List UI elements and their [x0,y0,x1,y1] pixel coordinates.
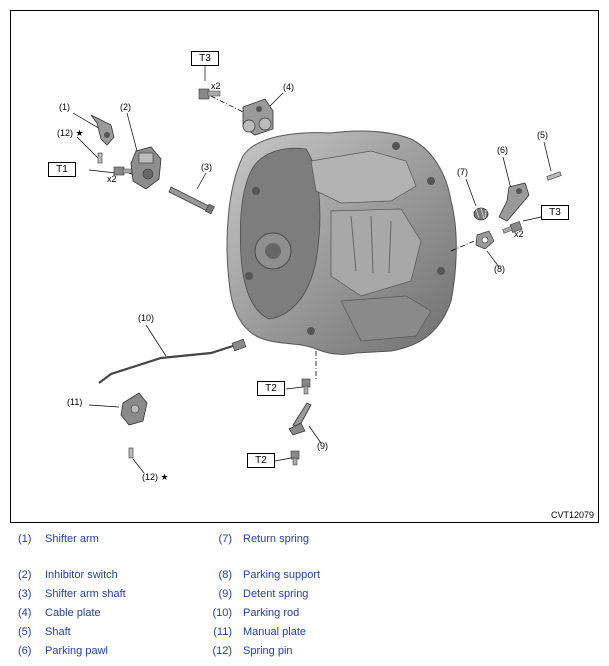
legend-num-5: (5) [18,626,32,638]
star-icon-upper: ★ [75,128,84,138]
legend-name-5: Shaft [45,626,71,638]
legend-name-1: Shifter arm [45,533,99,545]
legend-num-7: (7) [218,533,232,545]
spring-pin-lower [128,447,134,459]
legend-num-10: (10) [212,607,232,619]
legend-num-2: (2) [18,569,32,581]
star-icon-lower: ★ [160,472,169,482]
callout-12-lower: (12) ★ [142,472,169,483]
exploded-diagram: T3 T1 T3 T2 T2 x2 x2 x2 (1) (2) (3) (4) … [10,10,599,523]
callout-6: (6) [497,145,508,155]
callout-1: (1) [59,102,70,112]
cable-plate [242,98,274,136]
legend-name-2: Inhibitor switch [45,569,118,581]
detent-spring [288,402,312,436]
legend-name-4: Cable plate [45,607,101,619]
torque-tag-t1: T1 [48,162,76,177]
multiplier-t3-top: x2 [211,81,221,91]
manual-plate [120,392,148,426]
legend-num-6: (6) [18,645,32,657]
callout-5: (5) [537,130,548,140]
transmission-case [226,130,457,355]
callout-9: (9) [317,441,328,451]
legend-num-1: (1) [18,533,32,545]
callout-4: (4) [283,82,294,92]
torque-tag-t3-right: T3 [541,205,569,220]
inhibitor-switch [130,146,162,190]
bolt-t2-bottom [290,450,300,466]
legend-num-3: (3) [18,588,32,600]
shaft [546,171,562,181]
legend-name-11: Manual plate [243,626,306,638]
legend-name-10: Parking rod [243,607,300,619]
torque-tag-t2-bottom: T2 [247,453,275,468]
callout-12-upper: (12) ★ [57,128,84,139]
parking-rod [98,338,247,384]
legend-num-4: (4) [18,607,32,619]
torque-tag-t2-middle: T2 [257,381,285,396]
return-spring [473,207,489,221]
callout-10: (10) [138,313,155,323]
callout-12-upper-label: (12) [57,128,74,138]
bolt-t3-right [502,221,523,234]
shifter-arm-shaft [168,186,215,215]
bolt-t3-top [198,88,221,100]
diagram-drawing [72,61,562,474]
callout-2: (2) [120,102,131,112]
legend-name-8: Parking support [243,569,321,581]
callout-7: (7) [457,167,468,177]
callout-3: (3) [201,162,212,172]
bolt-t2-middle [301,378,311,395]
callout-12-lower-label: (12) [142,472,159,482]
legend-num-8: (8) [218,569,232,581]
shifter-arm [90,114,115,146]
multiplier-t3-right: x2 [514,229,524,239]
legend-name-7: Return spring [243,533,310,545]
legend-name-9: Detent spring [243,588,309,600]
legend-num-12: (12) [212,645,232,657]
legend-name-6: Parking pawl [45,645,108,657]
parking-pawl [498,182,530,222]
spring-pin-upper [97,152,103,164]
parts-legend: (1) Shifter arm (2) Inhibitor switch (3)… [0,528,609,666]
torque-tag-t3-top: T3 [191,51,219,66]
legend-name-3: Shifter arm shaft [45,588,126,600]
callout-11: (11) [67,397,83,407]
parking-support [475,230,495,250]
legend-num-9: (9) [218,588,232,600]
legend-num-11: (11) [213,626,232,638]
callout-8: (8) [494,264,505,274]
figure-code: CVT12079 [550,510,594,520]
legend-name-12: Spring pin [243,645,293,657]
multiplier-t1: x2 [107,174,117,184]
